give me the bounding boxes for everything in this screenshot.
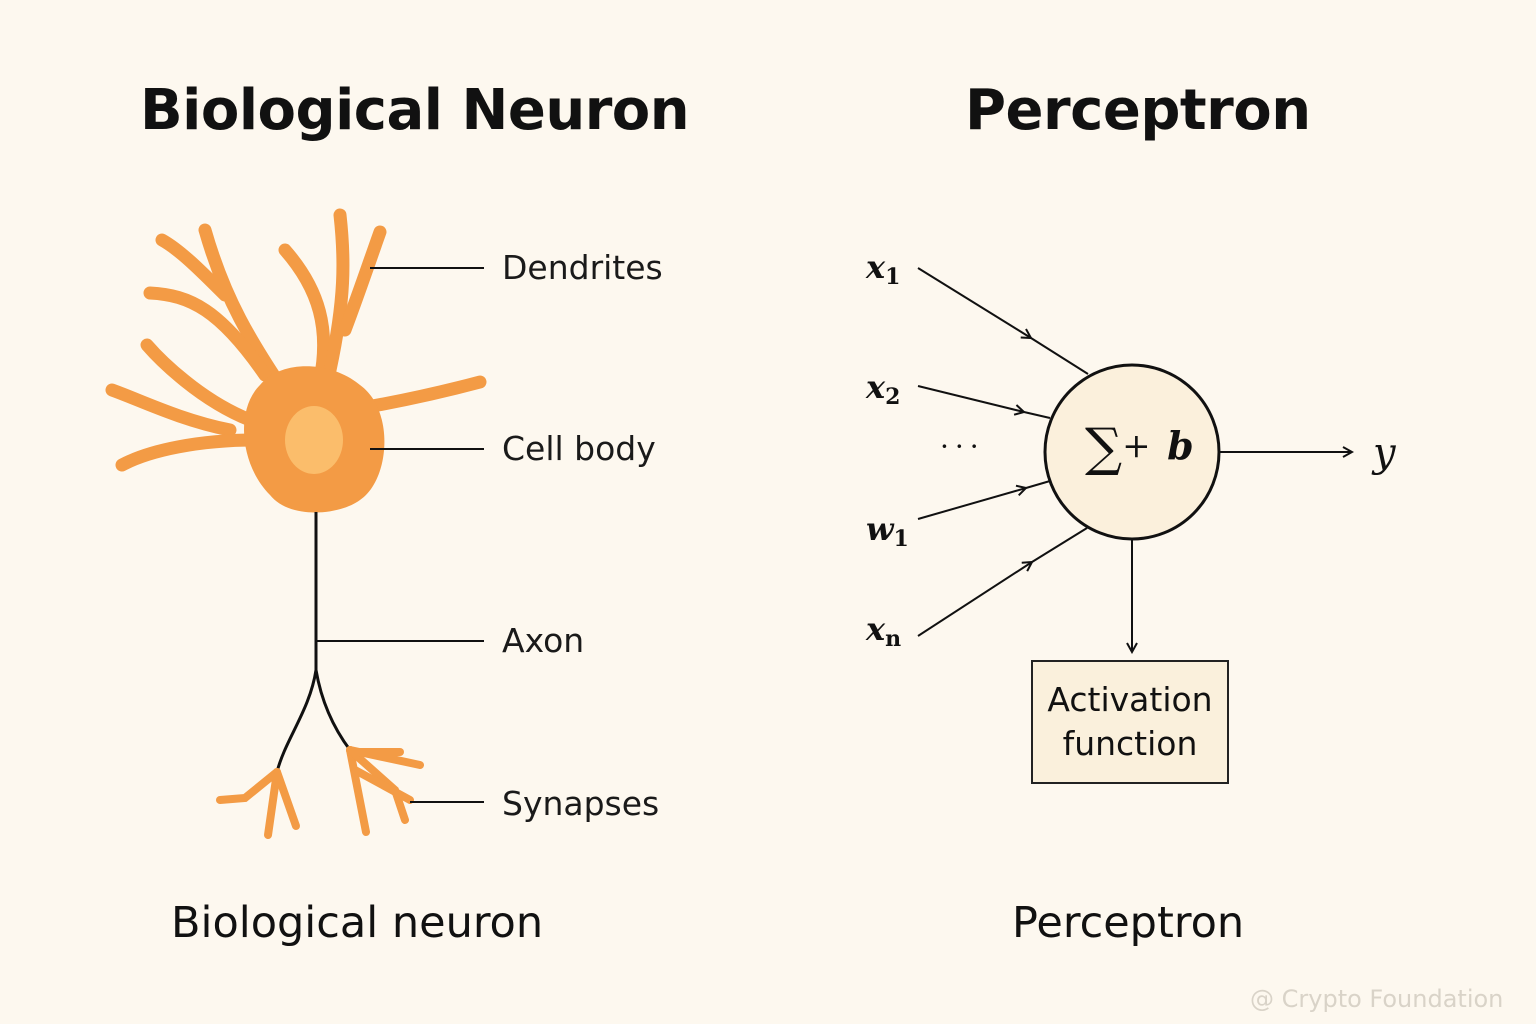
activation-line-1: Activation: [1047, 680, 1213, 719]
neuron-leader-lines: [316, 267, 484, 803]
watermark: @ Crypto Foundation: [1250, 985, 1504, 1013]
bias-symbol: b: [1167, 423, 1194, 468]
sigma-symbol: ∑: [1085, 418, 1123, 478]
synapses-label: Synapses: [502, 784, 660, 823]
biological-neuron-caption: Biological neuron: [171, 898, 544, 948]
activation-function-box: Activation function: [1031, 660, 1229, 784]
neuron-illustration: [105, 208, 487, 839]
axon-shape: [275, 512, 352, 773]
sum-plus-bias: ∑+ b: [1085, 418, 1194, 478]
perceptron-illustration: [917, 267, 1352, 652]
perceptron-caption: Perceptron: [1012, 898, 1245, 948]
input-w1: w1: [866, 510, 909, 552]
activation-line-2: function: [1062, 724, 1198, 763]
perceptron-title: Perceptron: [965, 78, 1311, 143]
axon-label: Axon: [502, 621, 585, 660]
nucleus-shape: [285, 406, 343, 474]
plus-symbol: +: [1122, 426, 1151, 466]
input-x1: x1: [866, 248, 901, 290]
input-arrows: [917, 267, 1089, 637]
dendrites-label: Dendrites: [502, 248, 663, 287]
cell-body-label: Cell body: [502, 429, 656, 468]
input-x2: x2: [866, 368, 901, 410]
biological-neuron-title: Biological Neuron: [140, 78, 690, 143]
synapses-shape: [216, 746, 424, 839]
input-xn: xn: [866, 610, 902, 652]
input-ellipsis: ···: [940, 430, 985, 463]
output-y: y: [1373, 430, 1396, 476]
